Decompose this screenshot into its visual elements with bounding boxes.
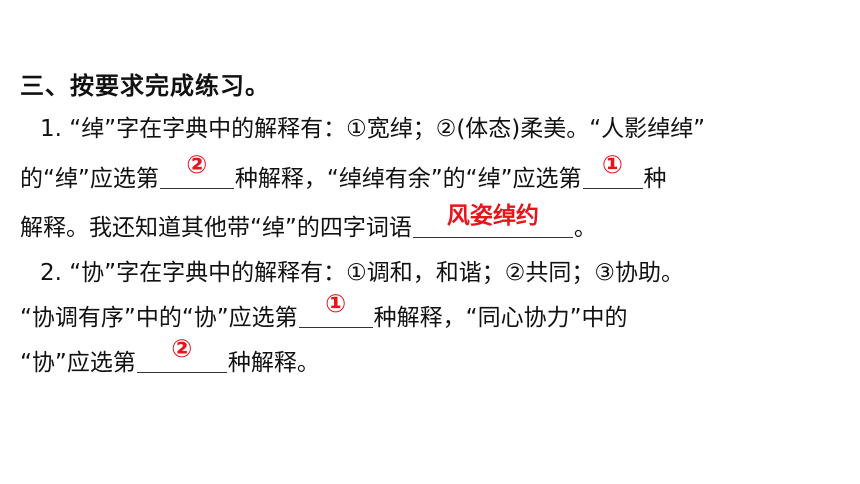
q1-line1-text: 1. “绰”字在字典中的解释有：①宽绰；②(体态)柔美。“人影绰绰” [40, 116, 706, 142]
q1-line2-text-a: 的“绰”应选第 [20, 166, 159, 192]
q1-answer-2: ① [601, 150, 624, 179]
section-heading: 三、按要求完成练习。 [20, 72, 270, 100]
q2-line2-text-b: 种解释，“同心协力”中的 [373, 305, 628, 331]
q2-line-3: “协”应选第 ② 种解释。 [20, 334, 320, 378]
q2-blank-2: ② [136, 334, 227, 373]
q1-line3-text-a: 解释。我还知道其他带“绰”的四字词语 [20, 215, 412, 241]
q1-line2-text-c: 种 [643, 166, 667, 192]
q1-line-1: 1. “绰”字在字典中的解释有：①宽绰；②(体态)柔美。“人影绰绰” [40, 114, 705, 144]
q1-line-3: 解释。我还知道其他带“绰”的四字词语 风姿绰约 。 [20, 203, 597, 243]
q2-line2-text-a: “协调有序”中的“协”应选第 [20, 305, 298, 331]
q2-blank-1: ① [298, 289, 373, 328]
q2-line1-text: 2. “协”字在字典中的解释有：①调和，和谐；②共同；③协助。 [40, 260, 684, 286]
q2-line3-text-a: “协”应选第 [20, 350, 136, 376]
q2-line-1: 2. “协”字在字典中的解释有：①调和，和谐；②共同；③协助。 [40, 258, 684, 288]
q1-line3-text-b: 。 [573, 215, 597, 241]
q1-line2-text-b: 种解释，“绰绰有余”的“绰”应选第 [234, 166, 582, 192]
q1-blank-3: 风姿绰约 [412, 203, 573, 238]
q2-line-2: “协调有序”中的“协”应选第 ① 种解释，“同心协力”中的 [20, 289, 628, 333]
q1-blank-2: ① [582, 150, 643, 189]
q1-answer-1: ② [186, 150, 208, 179]
q2-answer-1: ① [325, 289, 347, 318]
q2-answer-2: ② [171, 334, 193, 363]
q2-line3-text-b: 种解释。 [227, 350, 320, 376]
q1-blank-1: ② [159, 150, 234, 189]
q1-answer-3: 风姿绰约 [446, 203, 539, 229]
